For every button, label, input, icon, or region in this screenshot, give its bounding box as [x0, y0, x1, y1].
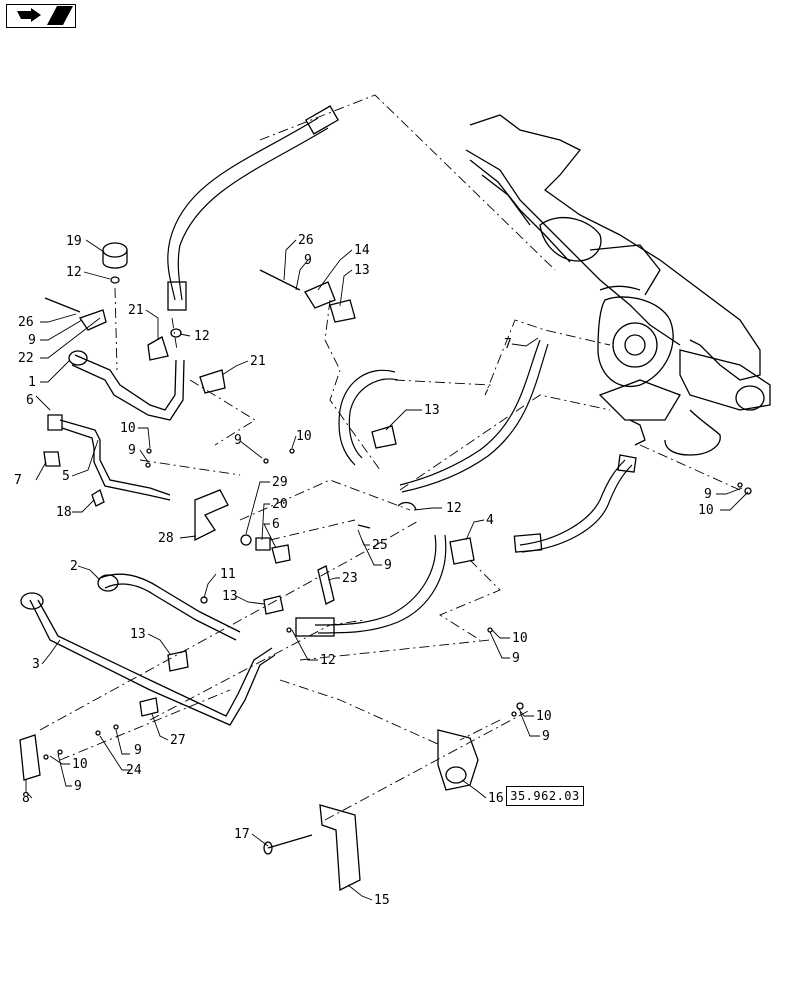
callout-labels: 19 12 26 9 22 1 6 7 5 18 21 12 21 10 9 9…	[14, 233, 714, 908]
back-navigation-button[interactable]	[6, 4, 76, 28]
callout-18: 18	[56, 505, 72, 520]
callout-16: 16	[488, 791, 504, 806]
callout-25: 25	[372, 538, 388, 553]
callout-4: 4	[486, 513, 494, 528]
callout-21: 21	[250, 354, 266, 369]
callout-9: 9	[542, 729, 550, 744]
rigid-tubes	[20, 350, 276, 726]
callout-13: 13	[354, 263, 370, 278]
callout-8: 8	[22, 791, 30, 806]
callout-9: 9	[704, 487, 712, 502]
callout-9: 9	[304, 253, 312, 268]
callout-3: 3	[32, 657, 40, 672]
callout-12: 12	[446, 501, 462, 516]
back-arrow-icon	[17, 6, 73, 25]
machine-assembly	[465, 114, 771, 473]
callout-14: 14	[354, 243, 370, 258]
callout-10: 10	[512, 631, 528, 646]
callout-9: 9	[128, 443, 136, 458]
callout-10: 10	[72, 757, 88, 772]
callout-23: 23	[342, 571, 358, 586]
callout-12: 12	[66, 265, 82, 280]
callout-17: 17	[234, 827, 250, 842]
callout-13: 13	[130, 627, 146, 642]
callout-26: 26	[298, 233, 314, 248]
callout-12: 12	[194, 329, 210, 344]
callout-24: 24	[126, 763, 142, 778]
callout-9: 9	[74, 779, 82, 794]
callout-9: 9	[234, 433, 242, 448]
callout-20: 20	[272, 497, 288, 512]
callout-11: 11	[220, 567, 236, 582]
callout-9: 9	[134, 743, 142, 758]
callout-5: 5	[62, 469, 70, 484]
callout-19: 19	[66, 234, 82, 249]
callout-10: 10	[536, 709, 552, 724]
callout-6: 6	[26, 393, 34, 408]
callout-13: 13	[222, 589, 238, 604]
callout-2: 2	[70, 559, 78, 574]
leader-lines	[25, 239, 749, 901]
callout-10: 10	[120, 421, 136, 436]
callout-15: 15	[374, 893, 390, 908]
callout-1: 1	[28, 375, 36, 390]
callout-26: 26	[18, 315, 34, 330]
callout-22: 22	[18, 351, 34, 366]
callout-7: 7	[14, 473, 22, 488]
callout-29: 29	[272, 475, 288, 490]
callout-12: 12	[320, 653, 336, 668]
hoses	[167, 105, 633, 637]
assembly-lines	[39, 94, 741, 821]
cross-reference-link[interactable]: 35.962.03	[506, 786, 584, 806]
callout-21: 21	[128, 303, 144, 318]
callout-9: 9	[28, 333, 36, 348]
callout-10: 10	[296, 429, 312, 444]
callout-13: 13	[424, 403, 440, 418]
callout-10: 10	[698, 503, 714, 518]
callout-28: 28	[158, 531, 174, 546]
callout-27: 27	[170, 733, 186, 748]
callout-9: 9	[384, 558, 392, 573]
callout-6: 6	[272, 517, 280, 532]
callout-7: 7	[504, 337, 512, 352]
callout-9: 9	[512, 651, 520, 666]
small-parts	[19, 242, 752, 892]
